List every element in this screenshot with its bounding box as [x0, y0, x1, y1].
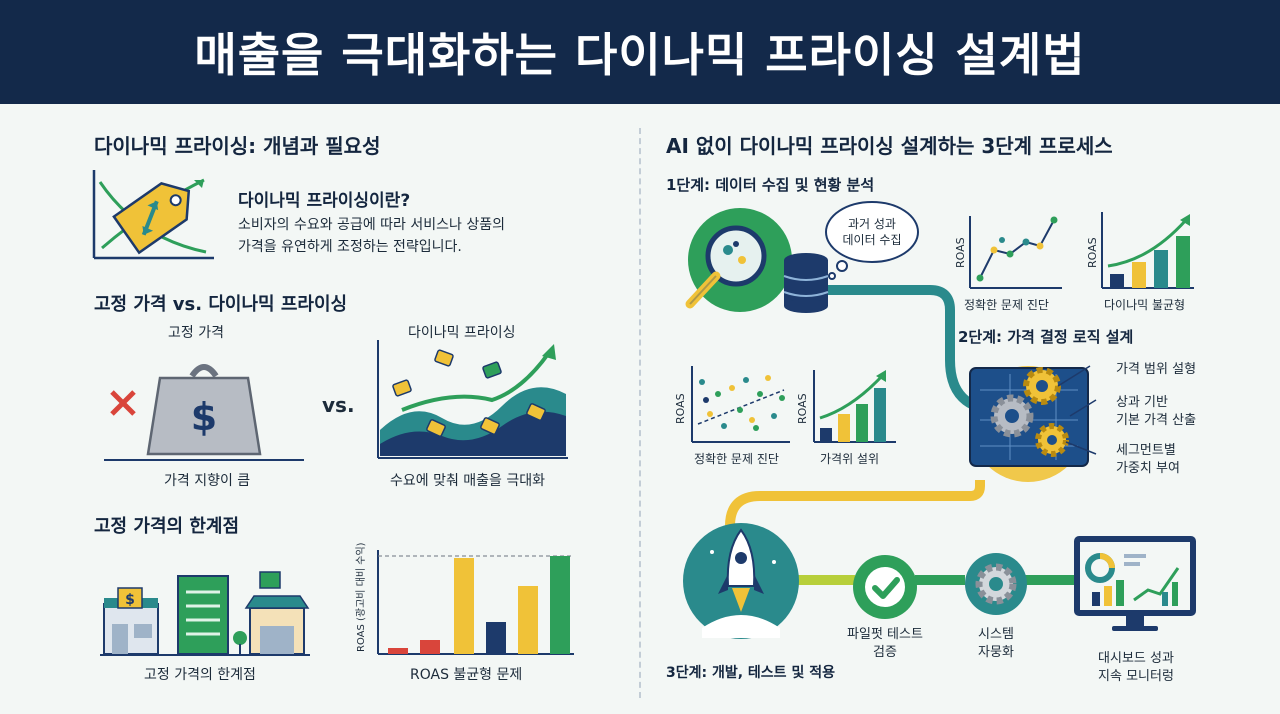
dashboard-monitoring-label: 대시보드 성과 지속 모니터렁	[1098, 651, 1174, 684]
step2-chart2-caption: 가격위 설위	[820, 452, 880, 466]
svg-text:$: $	[125, 592, 135, 608]
price-tag-icon	[392, 379, 412, 397]
thought-bubble	[825, 201, 919, 280]
page-title: 매출을 극대화하는 다이나믹 프라이싱 설계법	[194, 28, 1086, 82]
step2-chart1-ylabel: ROAS	[674, 393, 687, 424]
section-heading-limits: 고정 가격의 한계점	[94, 516, 240, 537]
step3-title: 3단계: 개발, 테스트 및 적용	[666, 665, 835, 681]
system-automation-label: 시스템 자뭉화	[978, 627, 1014, 660]
svg-text:$: $	[191, 395, 217, 439]
step1-title: 1단계: 데이터 수집 및 현황 분석	[666, 176, 875, 194]
dashboard-monitor-icon	[1074, 536, 1196, 631]
dollar-weight-icon: $	[104, 364, 304, 461]
gear-icon	[1023, 367, 1061, 405]
step1-scatter-chart	[969, 216, 1062, 289]
section-heading-comparison: 고정 가격 vs. 다이나믹 프라이싱	[94, 294, 348, 315]
gear-icon	[965, 553, 1027, 615]
step2-bar-chart	[813, 370, 896, 443]
vs-label: vs.	[322, 393, 355, 417]
process-heading: AI 없이 다이나믹 프라이싱 설계하는 3단계 프로세스	[666, 134, 1113, 158]
rocket-icon	[683, 523, 799, 639]
column-divider	[639, 128, 641, 698]
price-tag-icon	[426, 419, 446, 437]
concept-description: 소비자의 수요와 공급에 따라 서비스나 상품의 가격을 유연하게 조정하는 전…	[238, 217, 505, 255]
step1-chart2-ylabel: ROAS	[1086, 237, 1099, 268]
store-icon: $	[103, 587, 159, 655]
store-icon	[177, 575, 229, 655]
database-icon	[783, 253, 829, 313]
step2-chart2-ylabel: ROAS	[796, 393, 809, 424]
step2-item-price-range: 가격 범위 설형	[1116, 362, 1197, 377]
step1-chart1-caption: 정확한 문제 진단	[964, 298, 1049, 312]
header-banner: 매출을 극대화하는 다이나믹 프라이싱 설계법	[0, 0, 1280, 104]
fixed-price-caption: 가격 지향이 큼	[164, 473, 251, 489]
thought-bubble-text: 과거 성과 데이터 수집	[842, 217, 902, 247]
step2-scatter-chart	[691, 366, 790, 443]
stores-illustration: $	[100, 571, 310, 656]
dynamic-pricing-caption: 수요에 맞춰 매출을 극대화	[390, 473, 546, 489]
pilot-test-label: 파일펏 테스트 검증	[847, 627, 923, 660]
roas-chart-ylabel: ROAS (광고비 대비 수익)	[356, 542, 367, 652]
step2-item-segment-weight: 세그먼트별 가중치 부여	[1116, 443, 1180, 476]
step2-chart1-caption: 정확한 문제 진단	[694, 452, 779, 466]
dynamic-pricing-label: 다이나믹 프라이싱	[408, 325, 516, 341]
concept-subheading: 다이나믹 프라이싱이란?	[238, 191, 411, 211]
store-icon	[244, 571, 310, 655]
gear-icon	[990, 394, 1034, 438]
step1-bar-chart	[1101, 212, 1194, 289]
step1-chart2-caption: 다이나믹 불균형	[1104, 298, 1186, 312]
price-tag-icon	[526, 403, 546, 421]
section-heading-concept: 다이나믹 프라이싱: 개념과 필요성	[94, 134, 381, 158]
stores-caption: 고정 가격의 한계점	[144, 667, 256, 683]
gear-icon	[1035, 423, 1069, 457]
step1-chart1-ylabel: ROAS	[954, 237, 967, 268]
price-tag-icon	[482, 361, 502, 379]
price-tag-icon	[434, 349, 454, 367]
roas-chart-caption: ROAS 불균형 문제	[410, 667, 523, 683]
price-tag-icon	[480, 417, 500, 435]
dynamic-wave-chart	[377, 340, 568, 459]
step2-item-base-price: 상과 기반 기본 가격 산출	[1116, 395, 1197, 428]
fixed-price-label: 고정 가격	[168, 325, 224, 341]
check-circle-icon	[853, 555, 917, 619]
price-tag-icon	[92, 170, 214, 260]
blueprint-gears-icon	[969, 365, 1097, 482]
magnifier-icon	[685, 208, 792, 312]
roas-imbalance-chart	[377, 550, 574, 655]
step2-title: 2단계: 가격 결정 로직 설계	[958, 328, 1134, 346]
